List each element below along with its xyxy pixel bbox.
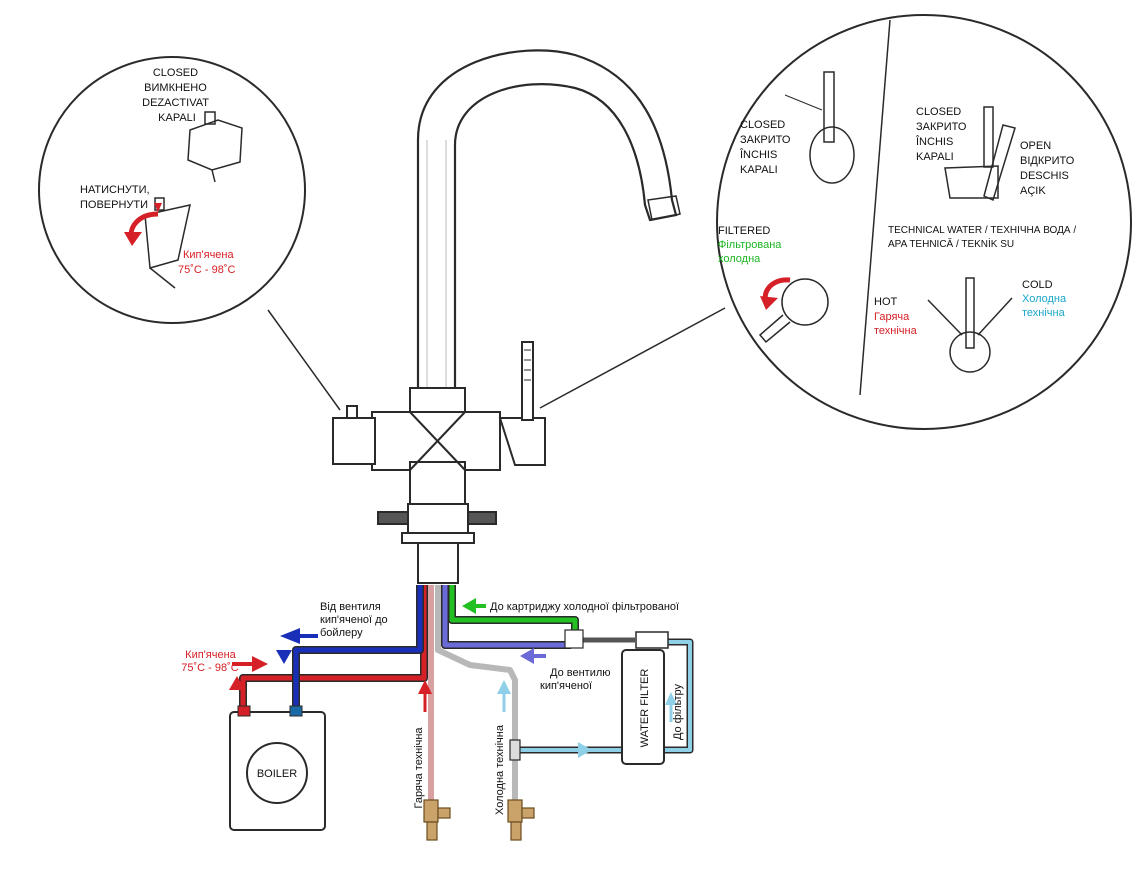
hot-label: HOT xyxy=(874,296,898,308)
press-arrow-icon xyxy=(154,203,162,212)
arrow-hot-technical-icon xyxy=(418,680,432,694)
press-turn-label-2: ПОВЕРНУТИ xyxy=(80,199,148,211)
technical-water-label-2: APA TEHNICĂ / TEKNİK SU xyxy=(888,237,1014,250)
left-detail-circle: CLOSED ВИМКНЕНО DEZACTIVAT KAPALI НАТИСН… xyxy=(38,56,306,324)
faucet-body xyxy=(332,341,546,584)
water-filter-label: WATER FILTER xyxy=(639,669,651,748)
cold-label-ua-2: технічна xyxy=(1022,307,1066,319)
arrow-filtered-icon xyxy=(462,598,476,614)
closed-label-r1-ro: ÎNCHIS xyxy=(739,148,777,161)
closed-label-r1-tr: KAPALI xyxy=(740,164,778,176)
closed-label-r2-ro: ÎNCHIS xyxy=(915,135,953,148)
closed-label-ro: DEZACTIVAT xyxy=(142,97,209,109)
valve-feed-pipe xyxy=(441,585,579,649)
cold-technical-pipe xyxy=(435,585,518,800)
svg-text:До вентилю кип'яченої: До вентилю кип'яченої xyxy=(540,667,614,692)
piping xyxy=(239,585,694,800)
open-label-ro: DESCHIS xyxy=(1020,170,1069,182)
closed-label-r2-ua: ЗАКРИТО xyxy=(916,121,967,133)
to-cartridge-label: До картриджу холодної фільтрованої xyxy=(490,601,679,613)
svg-text:Фільтрована холодна: Фільтрована холодна xyxy=(718,239,784,265)
filtered-lever[interactable] xyxy=(521,341,534,421)
mixer-lever[interactable] xyxy=(498,417,546,466)
closed-label-r1-ua: ЗАКРИТО xyxy=(740,134,791,146)
closed-label-tr: KAPALI xyxy=(158,112,196,124)
water-filter: WATER FILTER xyxy=(621,631,669,765)
closed-label: CLOSED xyxy=(153,67,198,79)
svg-text:Холодна технічна: Холодна технічна xyxy=(1022,293,1069,319)
press-turn-label: НАТИСНУТИ, xyxy=(80,184,150,196)
from-valve-label-3: бойлеру xyxy=(320,627,363,639)
arrow-filter-up-icon xyxy=(665,692,677,705)
arrow-boiled-icon xyxy=(252,656,268,672)
closed-label-ua: ВИМКНЕНО xyxy=(144,82,207,94)
right-detail-circle: CLOSED ЗАКРИТО ÎNCHIS KAPALI CLOSED ЗАКР… xyxy=(716,14,1132,430)
open-label-ua: ВІДКРИТО xyxy=(1020,155,1075,167)
svg-text:Кип'ячена 75˚C - 98˚C: Кип'ячена 75˚C - 98˚C xyxy=(178,249,237,276)
angle-valves xyxy=(423,629,584,841)
to-valve-label: До вентилю xyxy=(550,667,611,679)
boiled-water-lever[interactable] xyxy=(332,417,376,465)
from-valve-label-2: кип'яченої до xyxy=(320,614,388,626)
arrow-valve-icon xyxy=(520,648,534,664)
flow-arrows xyxy=(229,598,677,758)
open-label: OPEN xyxy=(1020,140,1051,152)
svg-text:OPEN ВІДКРИТО DESC: OPEN ВІДКРИТО DESCHIS AÇIK xyxy=(1020,140,1077,197)
from-valve-label: Від вентиля xyxy=(320,601,381,613)
cold-label: COLD xyxy=(1022,279,1053,291)
svg-text:TECHNICAL WATER / ТЕХНІЧНА ВОД: TECHNICAL WATER / ТЕХНІЧНА ВОДА / APA TE… xyxy=(888,225,1079,250)
boiler-label: BOILER xyxy=(257,768,297,780)
svg-text:CLOSED ЗАКРИТО ÎNC: CLOSED ЗАКРИТО ÎNCHIS KAPALI xyxy=(739,119,793,176)
arrow-boiler-return-icon xyxy=(280,628,300,644)
boiled-pipe-label: Кип'ячена xyxy=(185,649,236,661)
boiler: BOILER xyxy=(229,705,326,831)
faucet-spout xyxy=(416,49,678,390)
technical-water-label: TECHNICAL WATER / ТЕХНІЧНА ВОДА / xyxy=(888,225,1076,236)
boiled-pipe-temp: 75˚C - 98˚C xyxy=(181,662,239,674)
svg-text:CLOSED ВИМКНЕНО DE: CLOSED ВИМКНЕНО DEZACTIVAT KAPALI xyxy=(142,67,212,124)
arrow-to-filter-icon xyxy=(578,742,592,758)
to-filter-label: До фільтру xyxy=(672,683,684,740)
svg-text:Від вентиля кип'яченої до: Від вентиля кип'яченої до бойлеру xyxy=(320,601,391,639)
cold-technical-label: Холодна технічна xyxy=(494,724,506,815)
svg-text:CLOSED ЗАКРИТО ÎNC: CLOSED ЗАКРИТО ÎNCHIS KAPALI xyxy=(915,106,969,163)
hot-label-ua: Гаряча xyxy=(874,311,910,323)
filtered-label-ua: Фільтрована xyxy=(718,239,782,251)
open-label-tr: AÇIK xyxy=(1020,185,1046,197)
filtered-label: FILTERED xyxy=(718,225,770,237)
leader-line-left xyxy=(267,309,341,411)
filtered-label-ua-2: холодна xyxy=(718,253,761,265)
svg-text:Кип'ячена 75˚C - 98˚C: Кип'ячена 75˚C - 98˚C xyxy=(181,649,239,674)
closed-label-r2: CLOSED xyxy=(916,106,961,118)
hot-label-ua-2: технічна xyxy=(874,325,918,337)
hot-technical-label: Гаряча технічна xyxy=(413,727,425,809)
svg-text:Гаряча технічна: Гаряча технічна xyxy=(874,311,918,337)
closed-label-r1: CLOSED xyxy=(740,119,785,131)
svg-text:НАТИСНУТИ, ПОВЕРНУТИ: НАТИСНУТИ, ПОВЕРНУТИ xyxy=(80,184,153,211)
boiled-label: Кип'ячена xyxy=(183,249,234,261)
cold-angle-valve[interactable] xyxy=(507,799,535,841)
leader-line-right xyxy=(539,307,726,409)
filter-valve[interactable] xyxy=(564,629,584,649)
hot-angle-valve[interactable] xyxy=(423,799,451,841)
faucet xyxy=(332,49,681,584)
boiled-temp-label: 75˚C - 98˚C xyxy=(178,264,236,276)
closed-label-r2-tr: KAPALI xyxy=(916,151,954,163)
cold-label-ua: Холодна xyxy=(1022,293,1067,305)
tee-fitting xyxy=(509,739,521,761)
arrow-cold-technical-icon xyxy=(497,680,511,694)
to-valve-label-2: кип'яченої xyxy=(540,680,592,692)
